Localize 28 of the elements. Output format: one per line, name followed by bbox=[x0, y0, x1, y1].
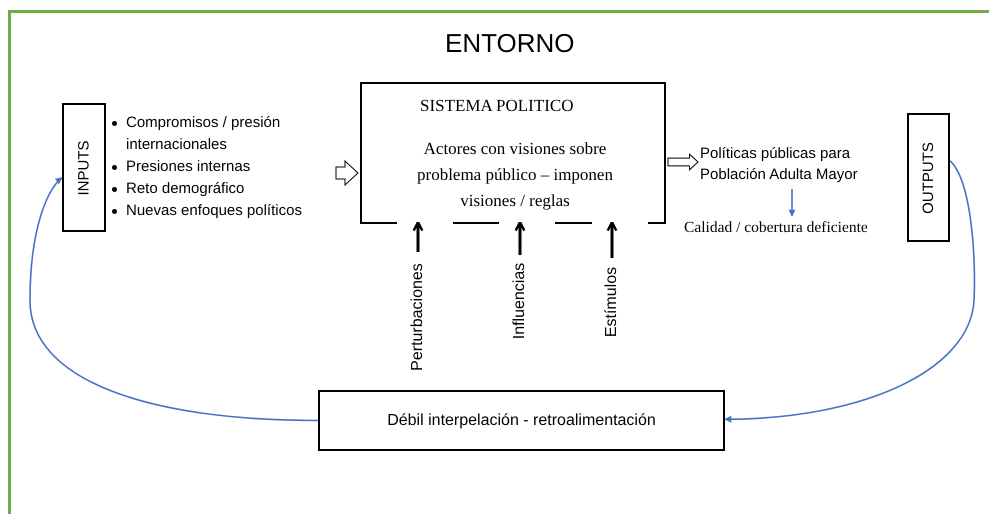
box-label: INPUTS bbox=[74, 140, 93, 195]
vertical-label: Perturbaciones bbox=[408, 263, 427, 371]
feedback-box bbox=[318, 390, 725, 451]
vertical-box bbox=[907, 113, 950, 242]
box-label: Débil interpelación - retroalimentación bbox=[387, 410, 656, 430]
block-arrow bbox=[668, 153, 699, 171]
bullet-item: Reto demográfico bbox=[126, 179, 244, 199]
box-heading: SISTEMA POLITICO bbox=[420, 95, 574, 117]
arrow bbox=[788, 189, 796, 217]
curved-arrow bbox=[724, 160, 976, 423]
arrow bbox=[412, 220, 424, 252]
curved-arrow bbox=[29, 177, 318, 422]
frame-title: ENTORNO bbox=[445, 27, 575, 59]
output-text: Políticas públicas para Población Adulta Mayor bbox=[700, 143, 885, 189]
box-text: Actores con visiones sobre problema público – imponen visiones / reglas bbox=[416, 138, 614, 212]
arrow bbox=[606, 220, 618, 258]
vertical-label: Influencias bbox=[510, 262, 529, 340]
result-text: Calidad / cobertura deficiente bbox=[684, 216, 906, 240]
bullet-item: Nuevas enfoques políticos bbox=[126, 201, 302, 221]
bullet-item: Compromisos / presión internacionales bbox=[126, 113, 282, 155]
environment-frame bbox=[8, 10, 989, 514]
block-arrow bbox=[336, 160, 359, 186]
arrow bbox=[514, 220, 526, 255]
vertical-label: Estímulos bbox=[602, 266, 621, 338]
vertical-box bbox=[62, 103, 106, 232]
system-box bbox=[360, 82, 666, 222]
box-label: OUTPUTS bbox=[918, 142, 938, 214]
bullet-item: Presiones internas bbox=[126, 157, 250, 177]
